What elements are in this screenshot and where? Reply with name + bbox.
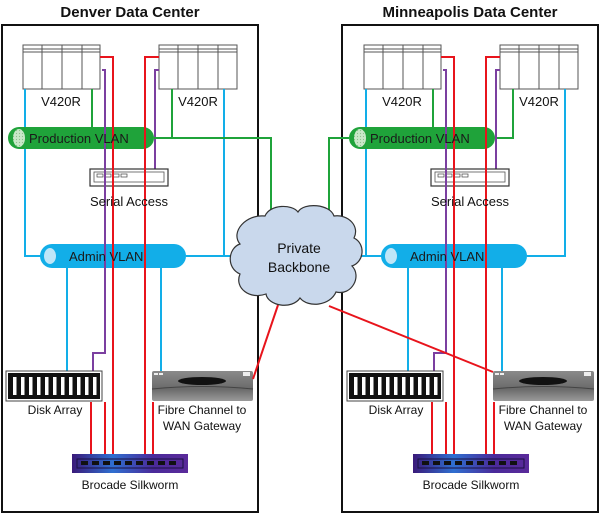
private-backbone-cloud: Private Backbone — [229, 205, 363, 306]
gateway-label: WAN Gateway — [504, 419, 582, 433]
server-label: V420R — [178, 94, 218, 109]
admin-vlan-label: Admin VLAN — [410, 249, 484, 264]
backbone-label: Backbone — [268, 259, 330, 275]
gateway-label: WAN Gateway — [163, 419, 241, 433]
backbone-links — [154, 137, 494, 380]
datacenter-border — [341, 24, 599, 513]
production-link-denver — [154, 137, 272, 218]
serial-access-label: Serial Access — [431, 194, 510, 209]
fibre-link-minneapolis — [328, 305, 494, 373]
server-label: V420R — [382, 94, 422, 109]
datacenter-minneapolis: Minneapolis Data Center V420R V420R Prod… — [341, 4, 599, 513]
fibre-link-denver — [252, 304, 279, 380]
admin-vlan-label: Admin VLAN — [69, 249, 143, 264]
brocade-switch-label: Brocade Silkworm — [82, 478, 179, 492]
disk-array-label: Disk Array — [369, 403, 424, 417]
datacenter-title: Minneapolis Data Center — [382, 4, 557, 21]
gateway-label: Fibre Channel to — [158, 403, 247, 417]
serial-access-label: Serial Access — [90, 194, 169, 209]
production-vlan-label: Production VLAN — [370, 131, 470, 146]
production-vlan-label: Production VLAN — [29, 131, 129, 146]
brocade-switch-label: Brocade Silkworm — [423, 478, 520, 492]
datacenter-title: Denver Data Center — [60, 4, 199, 21]
server-label: V420R — [41, 94, 81, 109]
backbone-label: Private — [277, 240, 321, 256]
datacenter-denver: Denver Data Center V420R V420R Productio… — [1, 4, 259, 513]
gateway-label: Fibre Channel to — [499, 403, 588, 417]
server-label: V420R — [519, 94, 559, 109]
production-link-minneapolis — [328, 137, 349, 218]
disk-array-label: Disk Array — [28, 403, 83, 417]
